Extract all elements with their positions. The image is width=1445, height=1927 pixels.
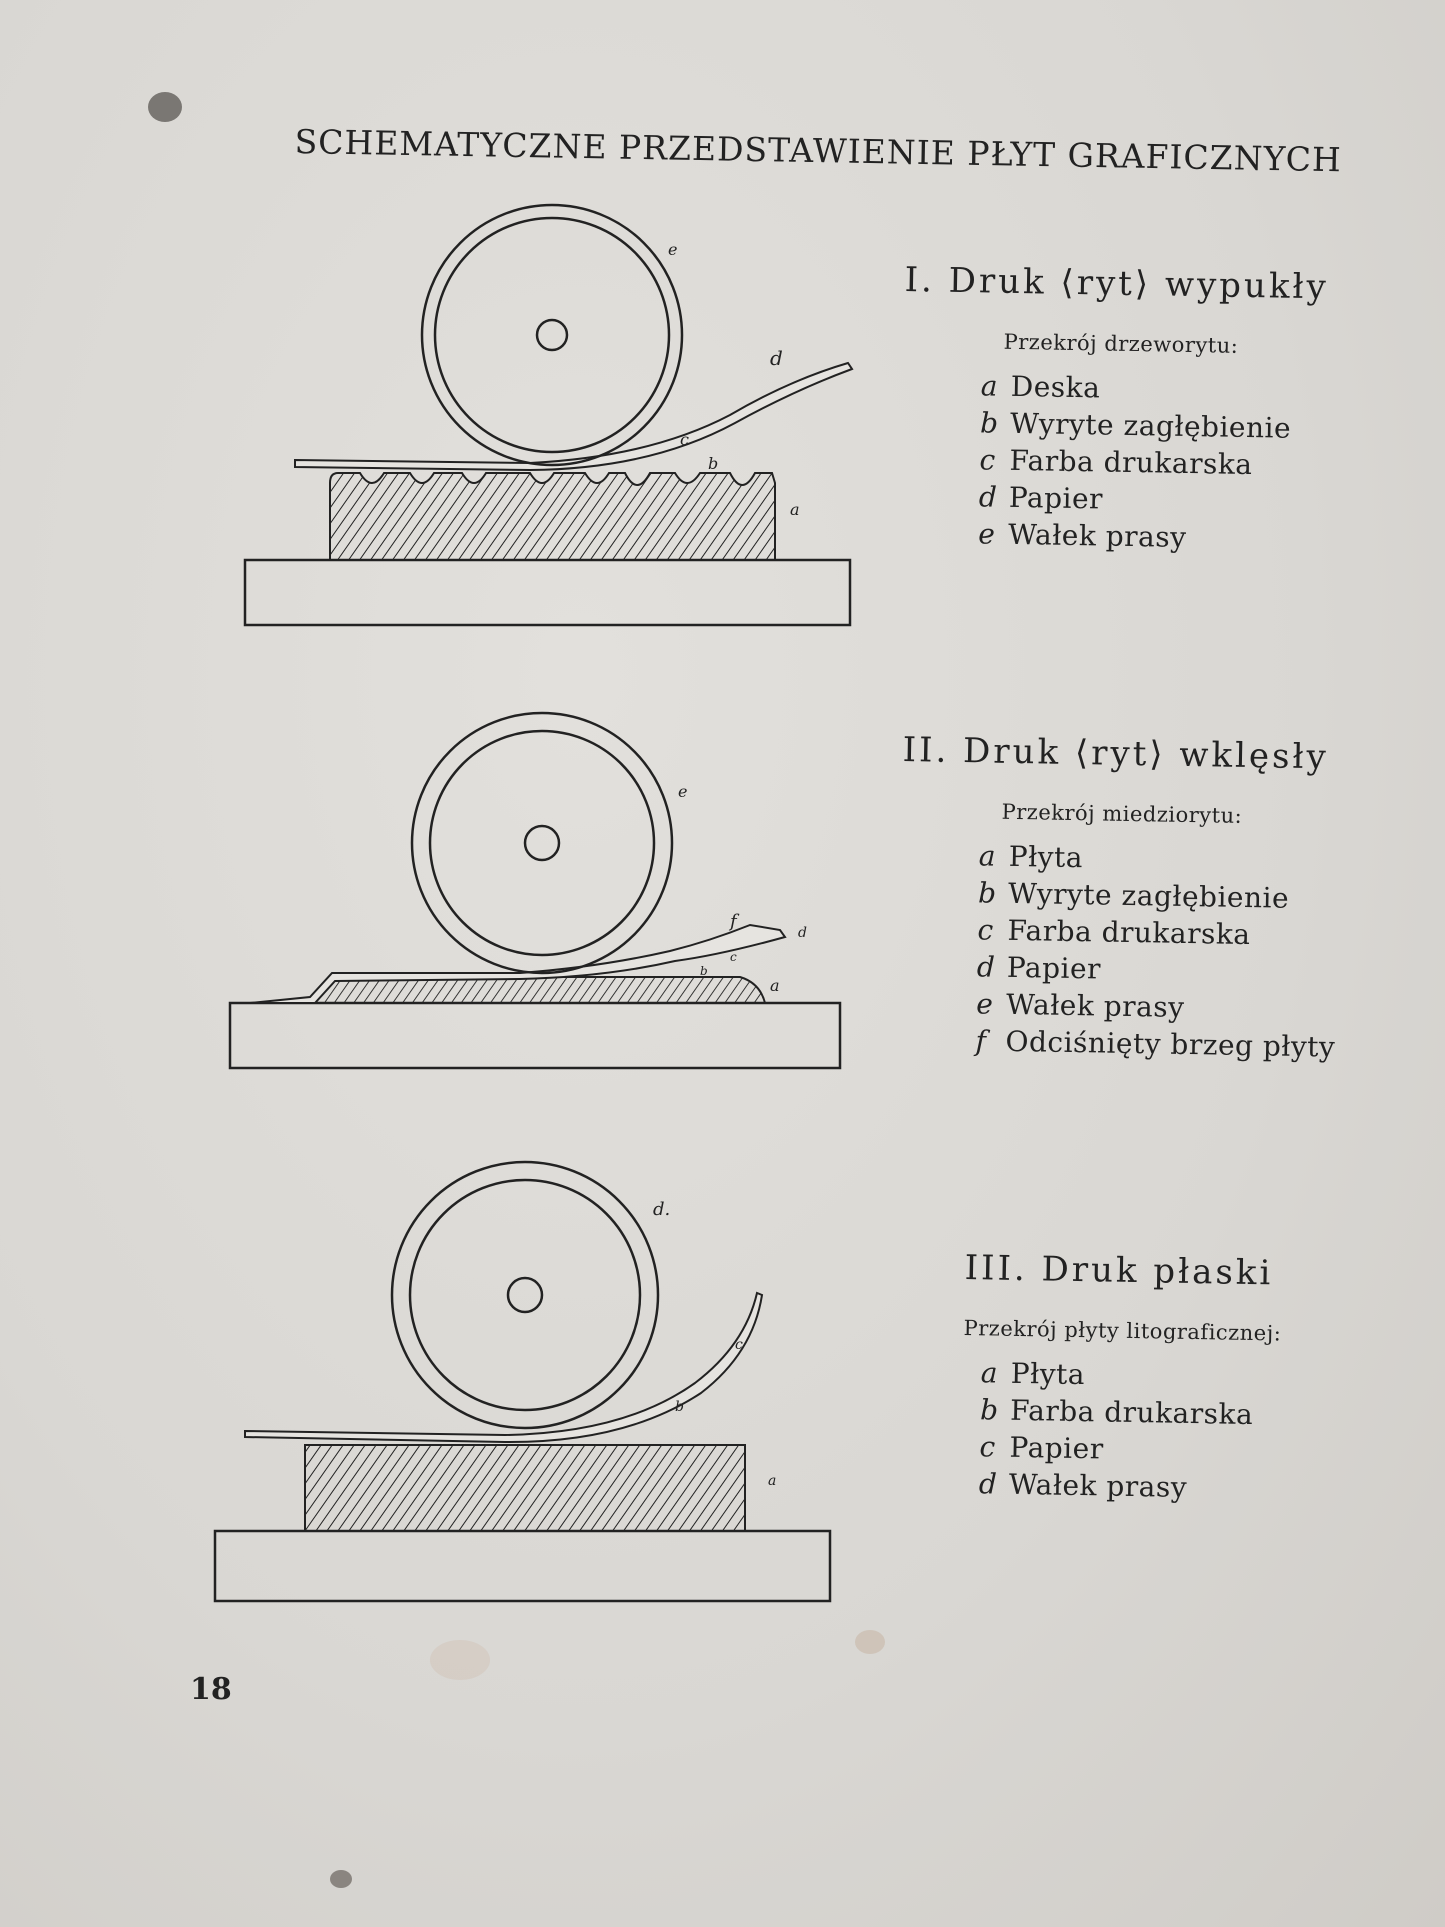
press-base [228,1001,842,1070]
press-roller [420,203,684,467]
figure-relief-print: e d c b a [243,203,854,627]
label-ink: c [680,430,689,449]
page-stain [855,1630,885,1654]
label-paper: d [798,925,807,941]
label-roller: e [668,240,677,259]
figure-intaglio-print: e d f c b a [228,711,842,1070]
section-subtitle: Przekrój drzeworytu: [1003,329,1239,358]
page-stain [330,1870,352,1888]
litho-stone [304,1444,746,1532]
caption-planographic-print: III. Druk płaski Przekrój płyty litograf… [961,1248,1283,1508]
copper-plate [313,976,767,1004]
label-ink: b [675,1399,684,1415]
page-stain [148,92,182,122]
label-plate: a [768,1473,776,1489]
label-roller: e [678,782,687,801]
press-roller [390,1160,660,1430]
label-groove: b [700,964,708,978]
label-plate: a [770,976,780,995]
figure-planographic-print: d. c b a [213,1160,832,1603]
caption-intaglio-print: II. Druk ⟨ryt⟩ wklęsły Przekrój miedzior… [897,730,1340,1066]
label-plate: a [790,500,800,519]
section-heading: III. Druk płaski [964,1248,1274,1294]
label-paper: d [770,346,783,370]
woodblock-plate [329,472,776,561]
press-base [243,558,852,627]
paper-sheet [249,923,787,1004]
press-roller [410,711,674,975]
label-groove: b [708,454,718,473]
page-title: SCHEMATYCZNE PRZEDSTAWIENIE PŁYT GRAFICZ… [294,122,1343,180]
section-heading: I. Druk ⟨ryt⟩ wypukły [904,260,1330,308]
section-heading: II. Druk ⟨ryt⟩ wklęsły [902,730,1330,778]
press-base [213,1529,832,1603]
label-roller: d. [653,1199,670,1220]
section-subtitle: Przekrój płyty litograficznej: [963,1315,1282,1346]
section-subtitle: Przekrój miedziorytu: [1001,799,1243,828]
label-paper: c [735,1337,743,1353]
paper-sheet [294,361,854,472]
caption-relief-print: I. Druk ⟨ryt⟩ wypukły Przekrój drzeworyt… [900,260,1329,558]
paper-sheet [244,1291,764,1444]
label-ink: c [730,950,737,964]
page-number: 18 [190,1672,232,1707]
page-stain [430,1640,490,1680]
